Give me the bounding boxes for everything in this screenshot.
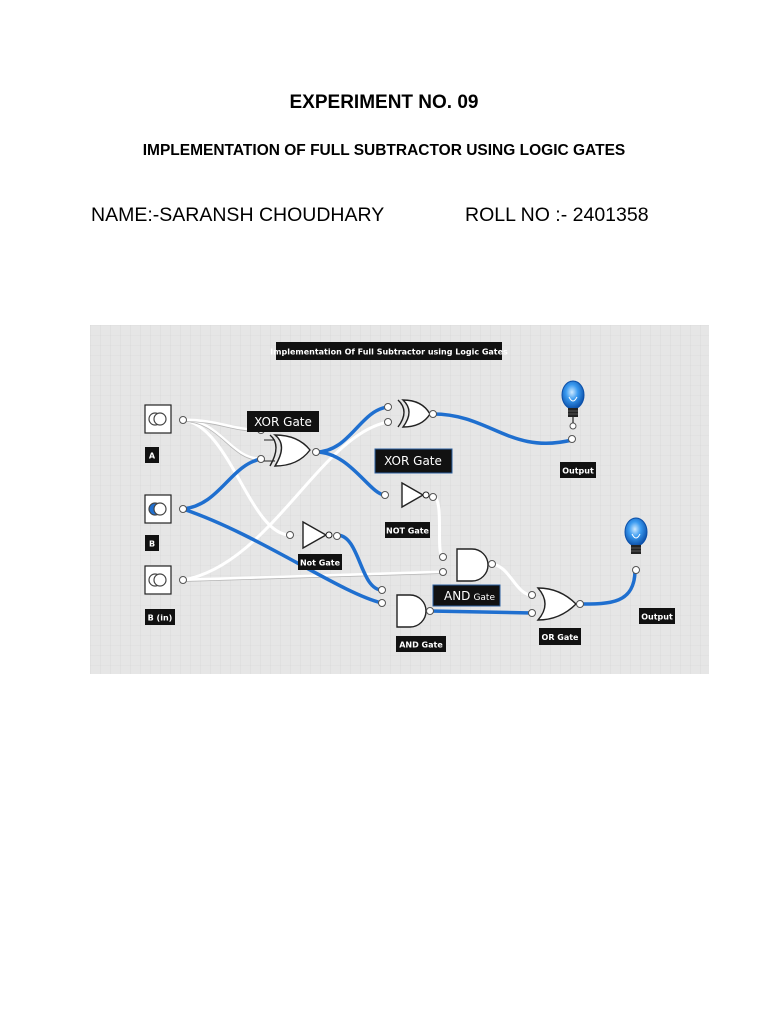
label-xor-gate-1: XOR Gate	[254, 415, 312, 429]
circuit-banner-bg	[276, 342, 502, 360]
or-gate[interactable]	[528, 587, 584, 621]
page-subtitle: IMPLEMENTATION OF FULL SUBTRACTOR USING …	[142, 142, 626, 159]
input-switch-bin[interactable]	[144, 565, 187, 595]
not-gate-bottom[interactable]	[286, 520, 341, 550]
roll-number: ROLL NO :- 2401358	[465, 204, 649, 226]
and-gate-bottom[interactable]	[378, 586, 434, 628]
input-switch-a[interactable]	[144, 404, 187, 434]
not-gate-top[interactable]	[381, 481, 437, 509]
circuit-diagram: Implementation Of Full Subtractor using …	[90, 325, 709, 674]
input-label-b: B	[149, 540, 155, 549]
circuit-banner: Implementation Of Full Subtractor using …	[270, 348, 508, 357]
input-label-bin: B (in)	[148, 614, 173, 623]
label-output-2: Output	[641, 613, 673, 622]
bulb-icon-1	[561, 380, 585, 443]
label-and-gate-bottom: AND Gate	[399, 641, 443, 650]
input-switch-b[interactable]	[144, 494, 187, 524]
label-or-gate: OR Gate	[542, 633, 580, 642]
active-wires	[181, 405, 637, 615]
label-not-gate-top: NOT Gate	[386, 527, 430, 536]
label-xor-gate-2: XOR Gate	[384, 454, 442, 468]
label-output-1: Output	[562, 467, 594, 476]
xor-gate-2[interactable]	[384, 399, 437, 428]
and-gate-top[interactable]	[439, 548, 496, 582]
bulb-icon-2	[624, 517, 648, 574]
label-not-gate-bottom: Not Gate	[300, 559, 341, 568]
input-label-a: A	[149, 452, 156, 461]
student-name: NAME:-SARANSH CHOUDHARY	[91, 204, 385, 226]
page-title: EXPERIMENT NO. 09	[289, 92, 479, 113]
